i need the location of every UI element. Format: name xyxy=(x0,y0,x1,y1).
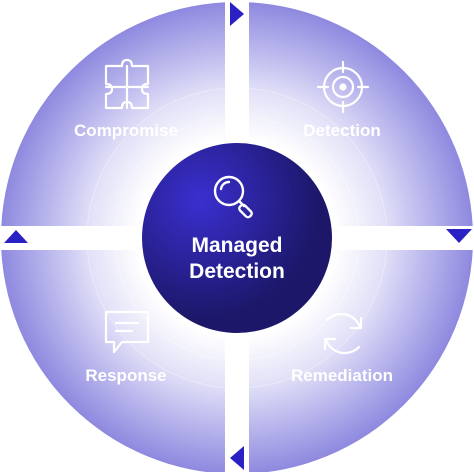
refresh-icon xyxy=(323,312,363,355)
segment-label-detection: Detection xyxy=(303,121,380,140)
segment-label-compromise: Compromise xyxy=(74,121,178,140)
arrow-left-up-icon xyxy=(4,230,28,243)
crosshair-icon xyxy=(316,60,370,114)
magnifier-icon xyxy=(213,175,253,219)
arrow-top-right-icon xyxy=(230,2,244,26)
arrow-bottom-left-icon xyxy=(230,446,244,470)
segment-label-remediation: Remediation xyxy=(291,366,393,385)
arrow-right-down-icon xyxy=(446,229,472,243)
chat-icon xyxy=(104,310,150,354)
center-hub xyxy=(142,143,332,333)
center-title-line2: Detection xyxy=(189,260,285,283)
center-title-line1: Managed xyxy=(191,234,282,257)
puzzle-icon xyxy=(104,58,150,110)
segment-label-response: Response xyxy=(85,366,166,385)
